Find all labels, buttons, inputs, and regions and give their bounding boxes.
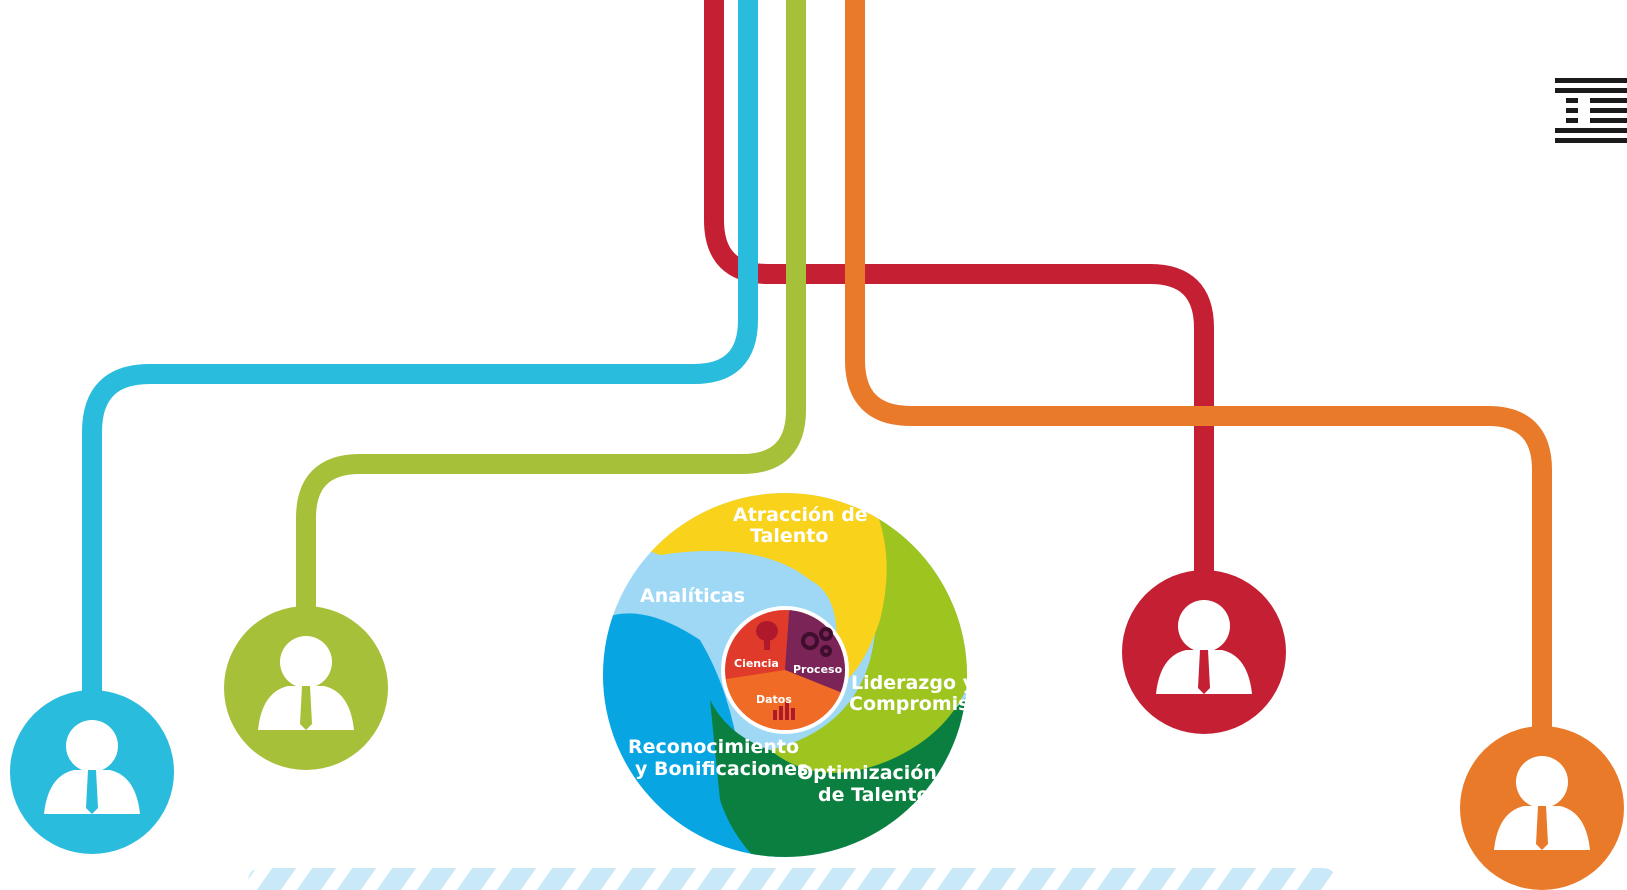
core-label-datos: Datos [756,693,792,706]
segment-label-optimizacion-2: de Talento [818,784,930,806]
segment-atraccion [620,493,887,690]
segment-label-optimizacion-1: Optimización [797,762,937,784]
user-icon [258,636,354,730]
hatched-band [248,868,1336,890]
brain-icon [756,621,778,650]
person-green [224,606,388,770]
core-label-ciencia: Ciencia [734,657,779,670]
segment-label-reconocimiento-2: y Bonificaciones [635,758,808,780]
wheel-core: Ciencia Proceso Datos [721,606,849,734]
segment-label-liderazgo-1: Liderazgo y [851,672,976,694]
user-icon [1156,600,1252,694]
connector-green [296,0,806,640]
connector-blue [82,0,758,740]
connector-red [704,0,1214,590]
person-red [1122,570,1286,734]
talent-wheel: Ciencia Proceso Datos Atracción de Talen… [603,493,983,857]
segment-label-reconocimiento-1: Reconocimiento [628,736,799,758]
connector-lines [82,0,1552,790]
ibm-logo [1555,78,1627,143]
segment-label-analiticas: Analíticas [640,585,745,607]
connector-orange [845,0,1552,790]
segment-label-atraccion-2: Talento [750,525,828,547]
user-icon [1494,756,1590,850]
person-blue [10,690,174,854]
person-orange [1460,726,1624,890]
gears-icon [801,627,833,657]
segment-label-atraccion-1: Atracción de [733,504,868,526]
user-icon [44,720,140,814]
segment-label-liderazgo-2: Compromiso [849,693,983,715]
core-label-proceso: Proceso [793,663,843,676]
bar-chart-icon [773,702,795,720]
